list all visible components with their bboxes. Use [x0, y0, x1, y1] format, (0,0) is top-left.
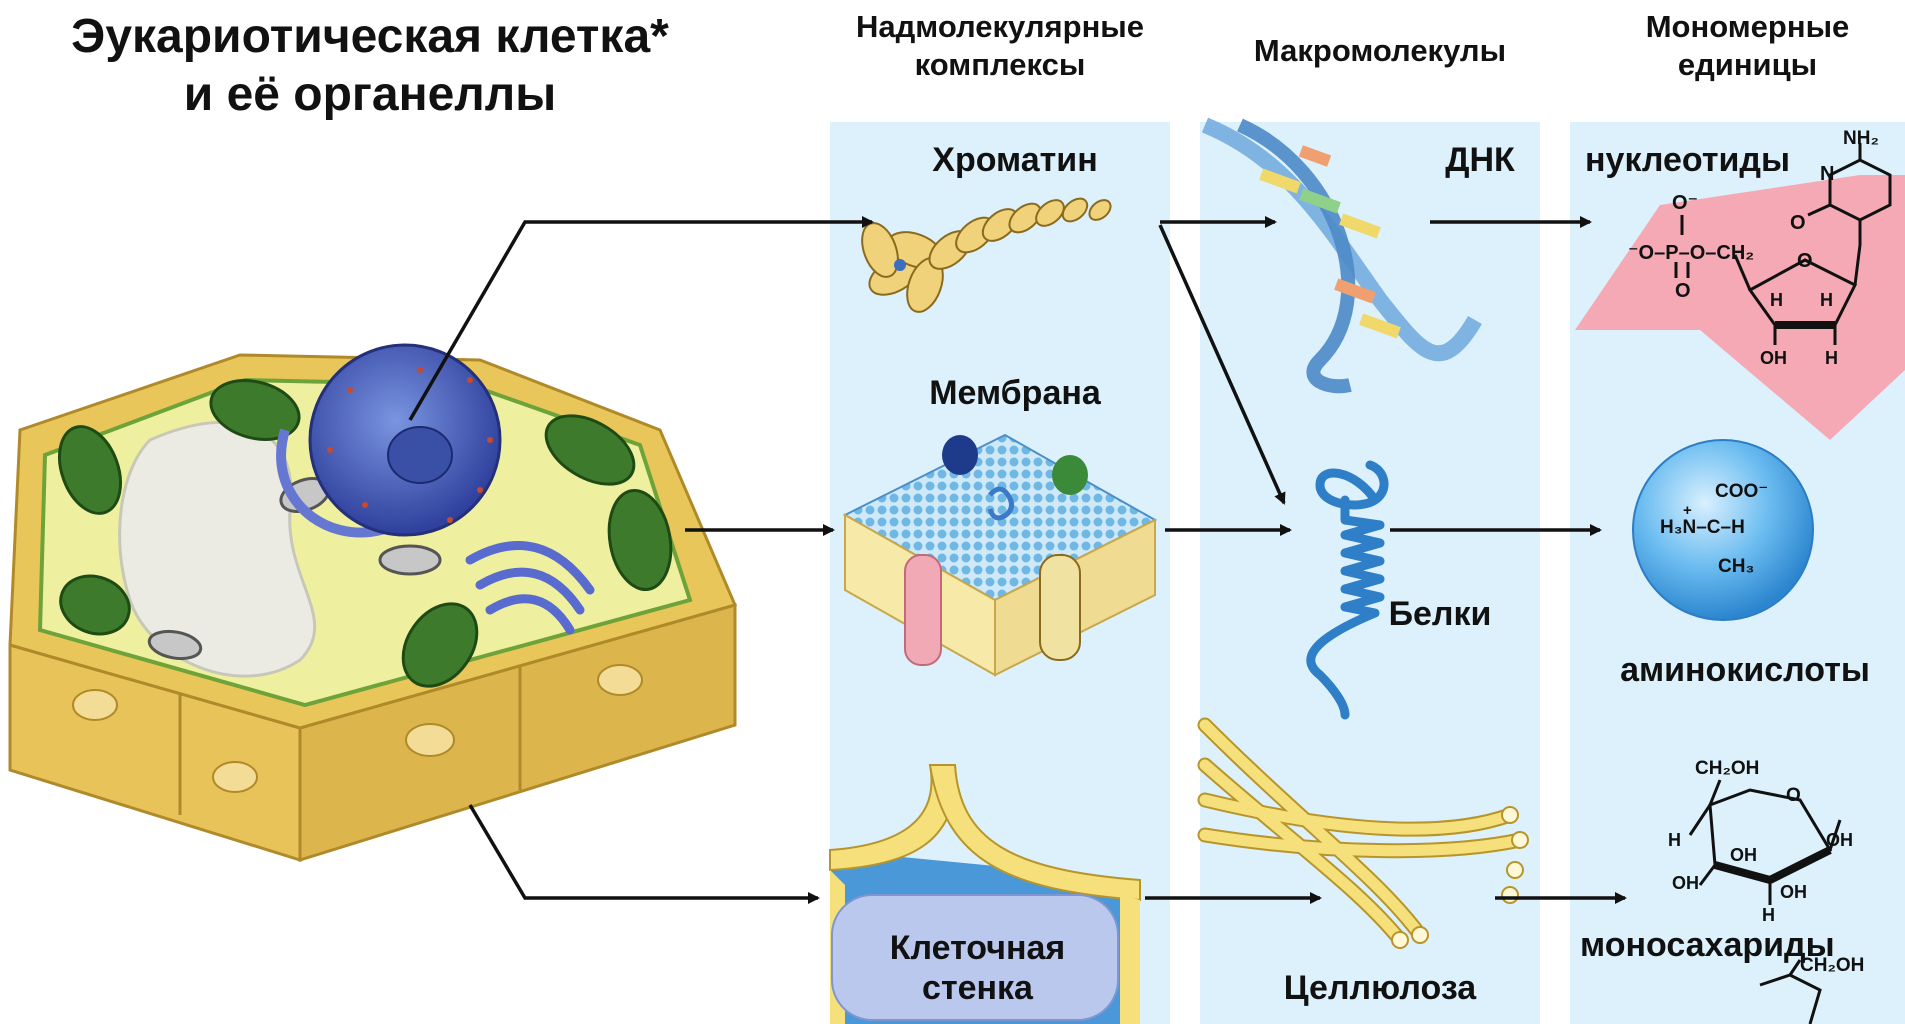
mono-ch2oh-2-label: CH₂OH [1800, 955, 1864, 977]
coo-label: COO⁻ [1715, 480, 1768, 503]
column-header-supramolecular-line-2: комплексы [815, 46, 1185, 84]
mono-h2-label: H [1762, 905, 1775, 926]
ch3-label: CH₃ [1718, 556, 1754, 578]
cell-wall-label: Клеточная стенка [840, 928, 1115, 1008]
title-line-1: Эукариотическая клетка* [20, 8, 720, 66]
column-header-monomers-line-1: Мономерные [1590, 8, 1905, 46]
mono-h-label: H [1668, 830, 1681, 851]
ch2oh-label: CH₂OH [1695, 758, 1759, 780]
column-header-supramolecular: Надмолекулярные комплексы [815, 8, 1185, 84]
column-header-monomers: Мономерные единицы [1590, 8, 1905, 84]
h3n-label: H₃N–C–H [1660, 517, 1745, 539]
nh2-label: NH₂ [1843, 128, 1879, 150]
column-header-supramolecular-line-1: Надмолекулярные [815, 8, 1185, 46]
mono-oh2-label: OH [1730, 845, 1757, 866]
column-header-monomers-line-2: единицы [1590, 46, 1905, 84]
sugar-h2-label: H [1820, 290, 1833, 311]
membrane-label: Мембрана [880, 373, 1150, 413]
phosphate-row-label: ⁻O–P–O–CH₂ [1628, 240, 1754, 265]
cellulose-label: Целлюлоза [1250, 968, 1510, 1008]
mono-oh3-label: OH [1780, 882, 1807, 903]
sugar-h-label: H [1770, 290, 1783, 311]
ring-o-label: O [1790, 212, 1806, 235]
mono-ho-label: OH [1672, 873, 1699, 894]
amino-acids-label: аминокислоты [1590, 650, 1900, 690]
column-header-macromolecules: Макромолекулы [1200, 32, 1560, 70]
dna-label: ДНК [1420, 140, 1540, 180]
plant-cell-illustration [10, 345, 735, 860]
nucleotides-label: нуклеотиды [1585, 140, 1795, 180]
cell-wall-label-line-2: стенка [840, 968, 1115, 1008]
cell-wall-label-line-1: Клеточная [840, 928, 1115, 968]
page-title: Эукариотическая клетка* и её органеллы [20, 8, 720, 124]
sugar-h3-label: H [1825, 348, 1838, 369]
mono-o-label: O [1786, 785, 1801, 807]
mono-oh-label: OH [1826, 830, 1853, 851]
chromatin-label: Хроматин [880, 140, 1150, 180]
sugar-oh-label: OH [1760, 348, 1787, 369]
title-line-2: и её органеллы [20, 66, 720, 124]
sugar-o-label: O [1797, 250, 1813, 273]
o-minus-label: O⁻ [1672, 190, 1698, 215]
proteins-label: Белки [1360, 594, 1520, 634]
phosphate-o-label: O [1675, 280, 1691, 303]
ring-n-label: N [1820, 163, 1834, 186]
